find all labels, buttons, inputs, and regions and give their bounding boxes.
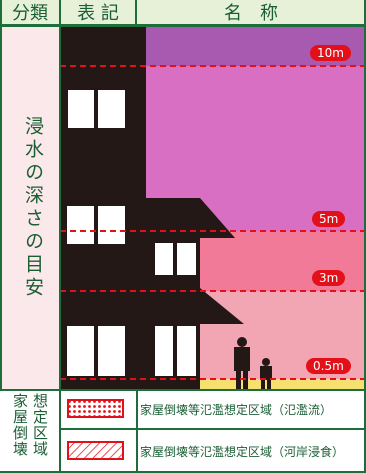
header-name-label: 名 称: [224, 3, 278, 24]
divider-col1: [59, 0, 61, 473]
divider-depth-bottom: [0, 389, 366, 391]
collapse-zone-category-cell: 想定区域 家屋倒壊: [0, 391, 59, 471]
depth-category-label: 浸水の深さの目安: [22, 116, 44, 300]
header-notation-label: 表 記: [77, 3, 119, 24]
divider-header-bottom: [0, 25, 366, 27]
hatch-pattern-swatch: [67, 441, 124, 460]
header-name-cell: 名 称: [136, 0, 366, 26]
legend-row-bank-erosion: 家屋倒壊等氾濫想定区域（河岸浸食）: [60, 432, 366, 467]
divider-col2: [135, 0, 137, 26]
legend-label-bank-erosion: 家屋倒壊等氾濫想定区域（河岸浸食）: [140, 445, 345, 459]
depth-badge-10m: 10m: [310, 45, 351, 61]
house: [146, 198, 244, 389]
border-right: [364, 0, 366, 473]
depth-category-cell: 浸水の深さの目安: [0, 26, 60, 389]
depth-lines: [60, 65, 366, 380]
header-notation-cell: 表 記: [60, 0, 136, 26]
border-bottom: [0, 471, 366, 473]
divider-legend-row: [60, 428, 366, 430]
zone-under-05m: [60, 379, 366, 389]
legend-row-flood-flow: 家屋倒壊等氾濫想定区域（氾濫流）: [60, 391, 366, 426]
border-left: [0, 0, 2, 473]
header-category-cell: 分類: [0, 0, 60, 26]
collapse-zone-category-label: 想定区域 家屋倒壊: [11, 393, 49, 457]
header-category-label: 分類: [12, 3, 48, 24]
depth-illustration: [60, 26, 366, 389]
legend-label-flood-flow: 家屋倒壊等氾濫想定区域（氾濫流）: [140, 403, 333, 417]
tall-building: [60, 26, 146, 389]
depth-badge-3m: 3m: [312, 270, 346, 286]
divider-legend-col: [136, 390, 138, 473]
depth-badge-5m: 5m: [312, 211, 346, 227]
dot-pattern-swatch: [67, 399, 124, 418]
depth-badge-05m: 0.5m: [306, 358, 351, 374]
